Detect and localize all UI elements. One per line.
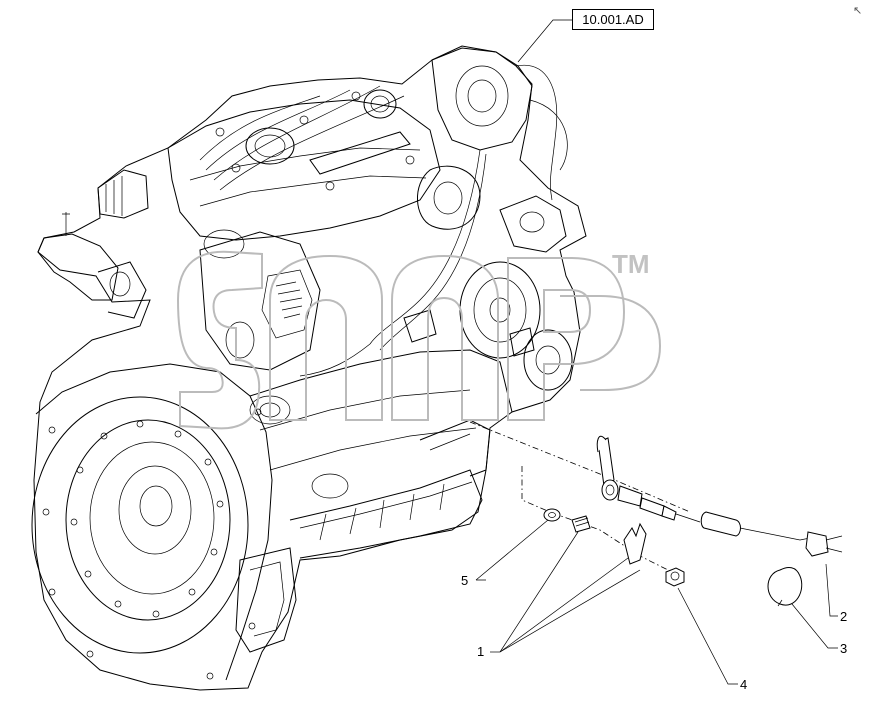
part-1-adapter (571, 515, 647, 565)
callout-3: 3 (840, 641, 847, 656)
callout-1: 1 (477, 644, 484, 659)
callout-2: 2 (840, 609, 847, 624)
callout-5: 5 (461, 573, 468, 588)
engine-assembly (31, 45, 587, 691)
part-4-plug (665, 567, 685, 587)
callout-leaders (475, 19, 838, 685)
watermark (176, 250, 662, 430)
corner-arrow-icon: ↖ (853, 4, 862, 17)
callout-4: 4 (740, 677, 747, 692)
part-3-cable-tie (767, 567, 803, 607)
watermark-trademark: TM (612, 249, 650, 279)
reference-link[interactable]: 10.001.AD (572, 9, 654, 30)
exploded-parts (469, 421, 843, 607)
part-2-block-heater (596, 435, 843, 557)
part-5-washer (543, 508, 561, 522)
